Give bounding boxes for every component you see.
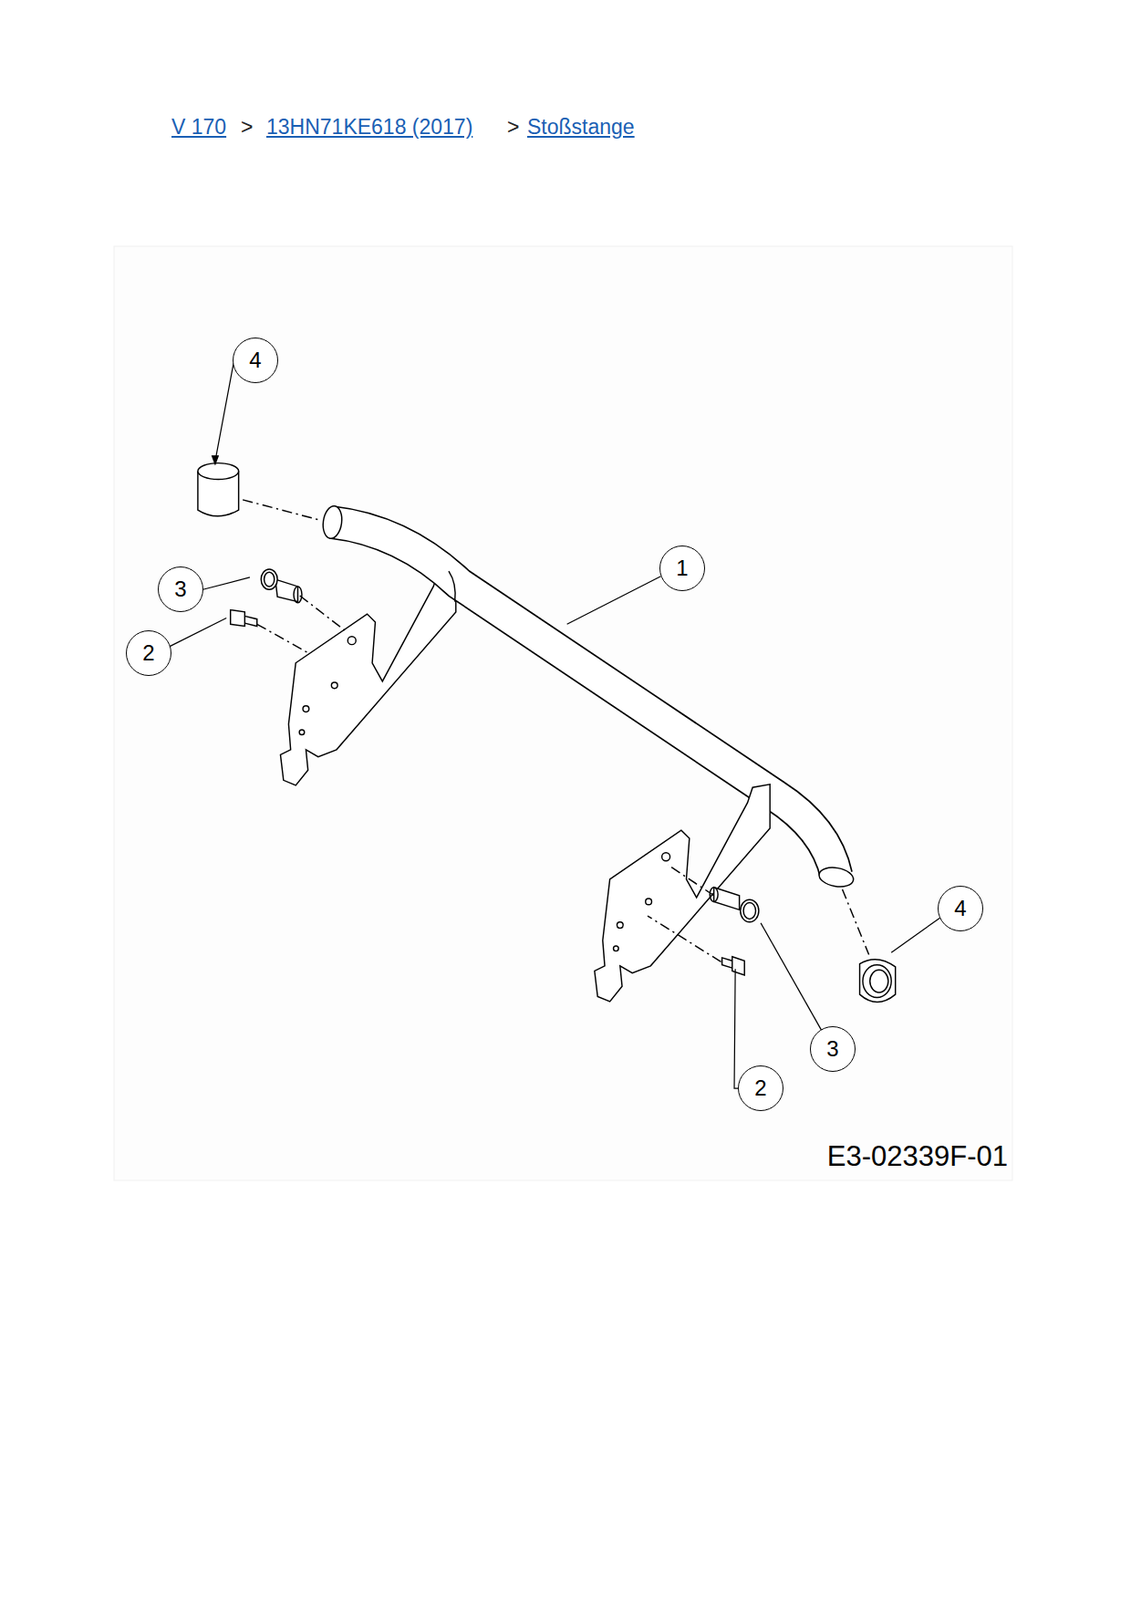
callout-number: 4 [954,897,966,920]
callout-circle: 3 [157,566,204,613]
breadcrumb-link: Stoßstange [527,116,635,138]
callout-number: 4 [249,349,261,372]
callout-number: 2 [754,1077,767,1100]
callout-circle: 4 [232,337,279,384]
callout-number: 3 [174,578,187,601]
callout-circle: 3 [809,1026,856,1072]
drawing-number: E3-02339F-01 [827,1141,1008,1171]
bumper-assembly [169,363,942,1089]
callout-circle: 2 [737,1065,784,1111]
callout-circle: 4 [937,885,984,932]
illustration-ground [114,246,1013,1181]
callout-circle: 2 [125,630,172,676]
breadcrumb-separator: > [507,116,519,138]
callout-number: 3 [826,1037,839,1060]
callout-circle: 1 [659,545,706,592]
bracket [280,568,456,786]
callout-number: 2 [142,642,155,665]
bracket [594,784,770,1002]
callout-number: 1 [675,557,688,580]
breadcrumb-link: 13HN71KE618 (2017) [266,116,473,138]
breadcrumb-link: V 170 [171,116,227,138]
breadcrumb-separator: > [240,116,253,138]
